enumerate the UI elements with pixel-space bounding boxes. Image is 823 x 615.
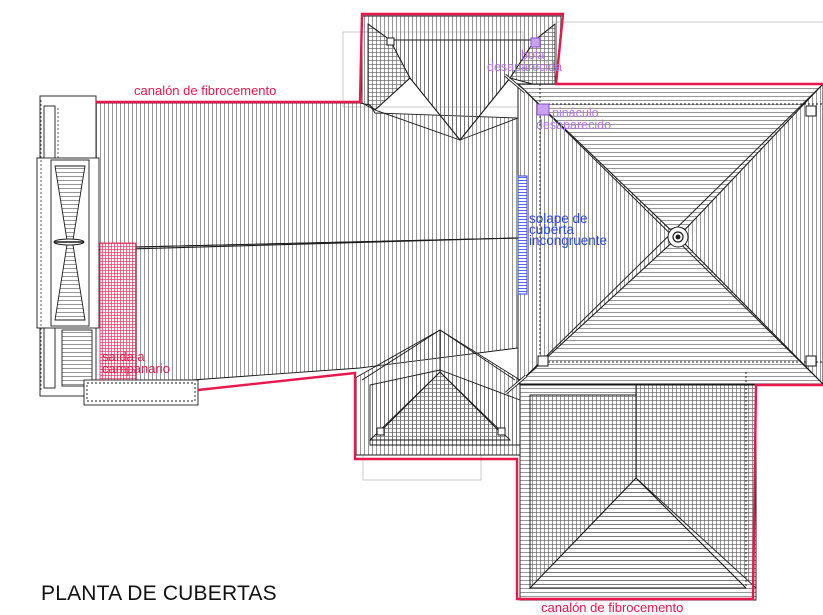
downspouts [504, 73, 527, 395]
roof-overlap-line-1: solape de [529, 211, 588, 226]
chancel-roof [519, 372, 757, 601]
north-transept [361, 15, 563, 141]
bell-tower-exit-line-2: campanario [102, 361, 170, 377]
bell-tower-exit-label: saída a campanario [102, 349, 170, 377]
roof-overlap-line-3: incongruente [529, 233, 608, 249]
missing-pinnacle-line-2: desaparecido [536, 117, 612, 132]
bell-tower [36, 95, 199, 406]
central-finial [667, 226, 689, 248]
bell-tower-exit-area [99, 242, 137, 381]
gutter-label-bottom: canalón de fibrocemento [541, 600, 684, 615]
drawing-title: PLANTA DE CUBERTAS [41, 582, 277, 605]
missing-ball-line-2: desaparecida [487, 59, 563, 74]
roof-overlap-line-2: cuberta [529, 222, 575, 238]
roof-overlap-label: solape de cuberta incongruente [529, 211, 608, 249]
pinnacle-bases [376, 37, 817, 436]
missing-pinnacle-line-1: pináculo [552, 106, 599, 120]
gutter-outline [96, 12, 823, 104]
gutter-outline-south [197, 371, 823, 601]
south-transept [354, 329, 521, 456]
bell-tower-exit-line-1: saída a [102, 349, 145, 364]
roof-overlap-strip [517, 175, 528, 295]
missing-pinnacle-marker [536, 103, 550, 116]
missing-ball-line-1: bola [521, 48, 545, 62]
missing-ball-marker [530, 37, 541, 48]
gutter-label-top: canalón de fibrocemento [134, 83, 277, 98]
tower-side-dashes [40, 100, 59, 392]
missing-ball-label: bola desaparecida [487, 48, 563, 74]
missing-pinnacle-label: pináculo desaparecido [536, 106, 612, 132]
